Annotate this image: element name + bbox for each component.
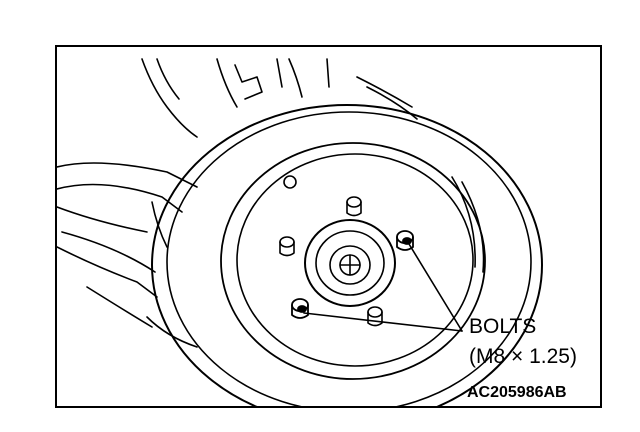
suspension-arm [57, 162, 198, 328]
steering-knuckle [141, 58, 418, 348]
stud-bottom-right [367, 306, 383, 327]
callout-bolt-spec: (M8 × 1.25) [469, 345, 577, 368]
bolt-lower-left [291, 298, 309, 319]
callout-leaders [303, 243, 463, 332]
brake-drum-illustration [57, 58, 543, 406]
small-hole [283, 175, 297, 189]
bolt-upper-right [396, 230, 414, 251]
figure-code: AC205986AB [467, 384, 567, 401]
wheel-hub [304, 219, 396, 307]
callout-label-bolts: BOLTS [469, 315, 537, 338]
stud-top [346, 196, 362, 217]
stud-left [279, 236, 295, 257]
diagram-frame: BOLTS (M8 × 1.25) AC205986AB [55, 45, 602, 408]
brake-drum [151, 104, 543, 406]
